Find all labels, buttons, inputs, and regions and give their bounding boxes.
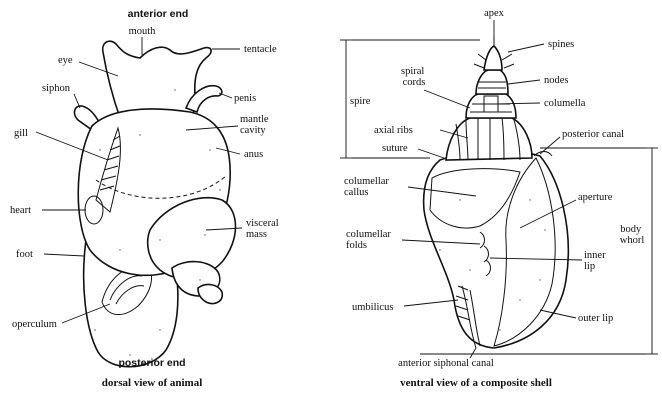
label-siphon: siphon	[42, 83, 71, 94]
label-tentacle: tentacle	[244, 44, 277, 55]
label-heart: heart	[10, 205, 31, 216]
label-body-whorl: body whorl	[620, 224, 645, 246]
label-apex: apex	[484, 8, 505, 19]
label-spines: spines	[548, 39, 574, 50]
spire-whorl-3	[446, 118, 532, 160]
label-mouth: mouth	[129, 26, 157, 37]
label-axial-ribs: axial ribs	[374, 125, 413, 136]
label-posterior-canal: posterior canal	[562, 129, 624, 140]
label-spiral-cords: spiral cords	[401, 66, 427, 88]
caption-right: ventral view of a composite shell	[400, 377, 552, 389]
label-anus: anus	[244, 149, 263, 160]
label-eye: eye	[58, 55, 73, 66]
label-suture: suture	[382, 143, 408, 154]
label-spire: spire	[350, 96, 371, 107]
label-columella: columella	[544, 98, 586, 109]
spire-whorl-2	[466, 94, 516, 118]
label-anterior-siphonal-canal: anterior siphonal canal	[398, 358, 494, 369]
label-visceral-mass: visceral mass	[246, 218, 281, 240]
label-inner-lip: inner lip	[584, 250, 608, 272]
label-outer-lip: outer lip	[578, 313, 613, 324]
label-operculum: operculum	[12, 319, 57, 330]
label-aperture: aperture	[578, 192, 613, 203]
label-foot: foot	[16, 249, 33, 260]
label-posterior-end: posterior end	[118, 357, 185, 369]
animal-dorsal-drawing	[75, 41, 236, 367]
label-columellar-folds: columellar folds	[346, 229, 394, 251]
label-columellar-callus: columellar callus	[344, 176, 392, 198]
label-anterior-end: anterior end	[128, 8, 189, 20]
body-whorl	[424, 151, 569, 348]
label-penis: penis	[234, 93, 256, 104]
label-gill: gill	[14, 128, 28, 139]
label-mantle-cavity: mantle cavity	[240, 114, 271, 136]
visceral-mass-apex	[198, 285, 222, 304]
label-umbilicus: umbilicus	[352, 302, 393, 313]
label-nodes: nodes	[544, 75, 569, 86]
apex	[484, 46, 502, 70]
caption-left: dorsal view of animal	[102, 377, 203, 389]
